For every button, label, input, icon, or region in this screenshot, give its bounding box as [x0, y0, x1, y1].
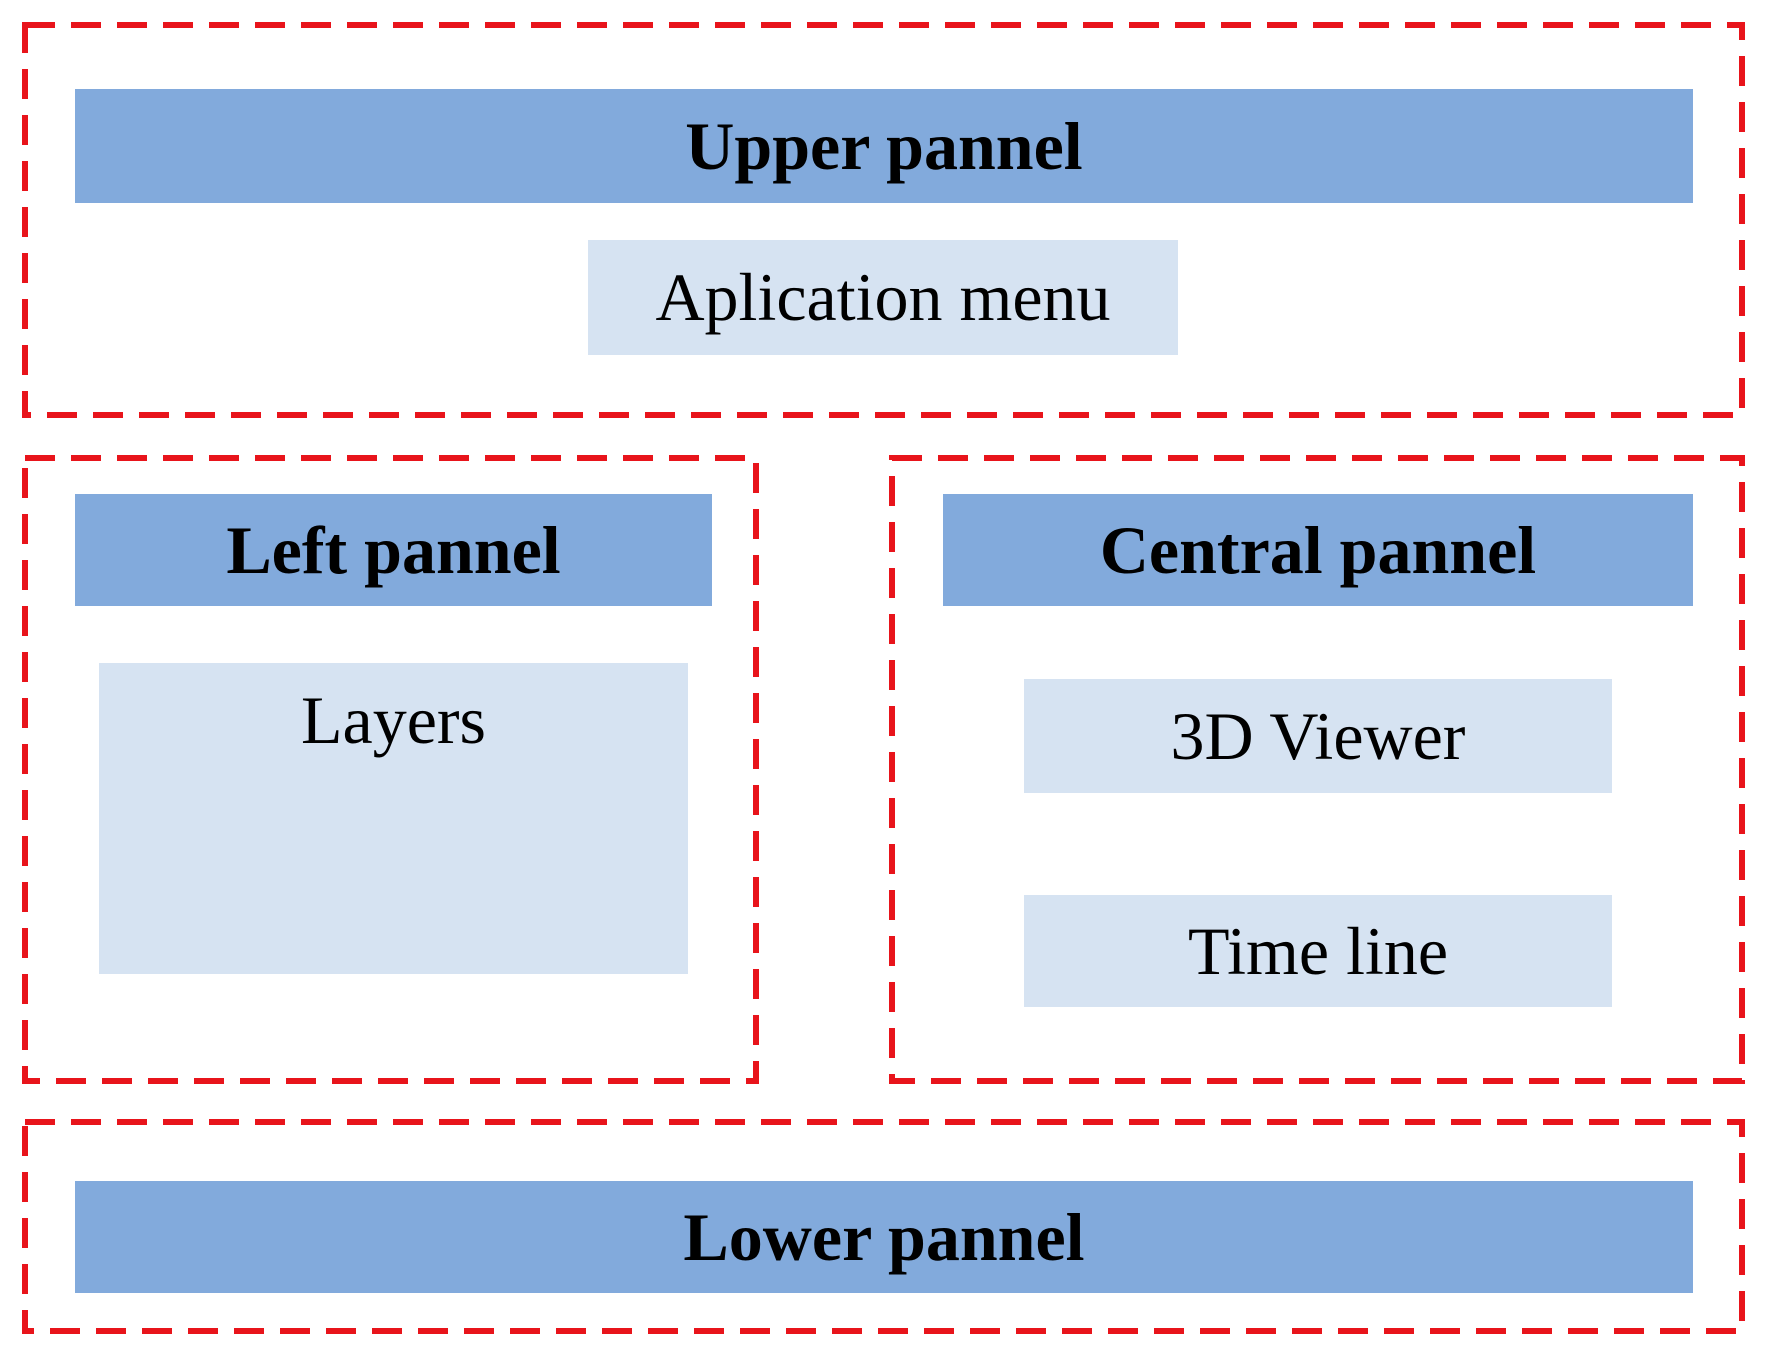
lower-panel-title: Lower pannel — [75, 1181, 1693, 1293]
lower-region — [22, 1119, 1745, 1334]
layers-box: Layers — [99, 663, 688, 974]
upper-panel-title: Upper pannel — [75, 89, 1693, 203]
3d-viewer-box: 3D Viewer — [1024, 679, 1612, 793]
left-region — [22, 455, 759, 1084]
central-region — [889, 455, 1745, 1084]
time-line-box: Time line — [1024, 895, 1612, 1007]
central-region-border — [889, 455, 1745, 1084]
left-panel-title: Left pannel — [75, 494, 712, 606]
central-panel-title: Central pannel — [943, 494, 1693, 606]
upper-region-border — [22, 22, 1745, 418]
left-region-border — [22, 455, 759, 1084]
lower-region-border — [22, 1119, 1745, 1334]
upper-region — [22, 22, 1745, 418]
application-menu-box: Aplication menu — [588, 240, 1178, 355]
